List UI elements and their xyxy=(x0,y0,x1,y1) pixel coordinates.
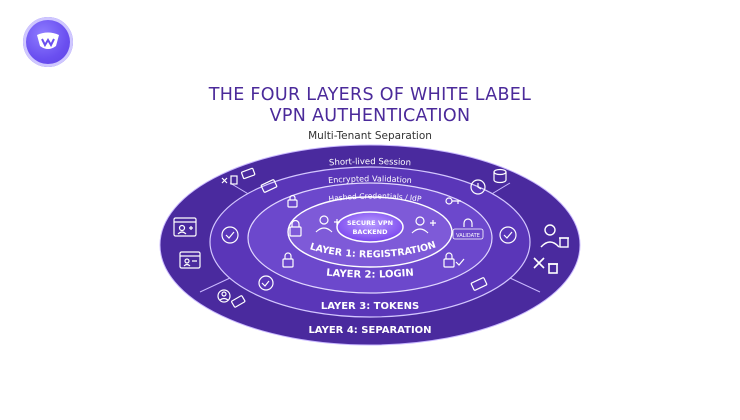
lock-icon xyxy=(282,252,294,268)
browser-user-icon xyxy=(179,251,201,269)
page-title-line-2: VPN AUTHENTICATION xyxy=(269,106,471,126)
timer-icon xyxy=(470,179,486,195)
browser-user-icon xyxy=(173,217,197,237)
check-circle-icon xyxy=(258,275,274,291)
ring-layer-4-border xyxy=(159,144,581,346)
logo-icon xyxy=(37,32,59,49)
user-ticket-icon xyxy=(217,289,246,308)
separator-line xyxy=(199,277,231,293)
lock-icon xyxy=(289,219,302,237)
ring2-label: Hashed Credentials / IdP xyxy=(328,191,423,203)
ring-layer-1-border xyxy=(287,196,453,268)
layer-3-label: LAYER 3: TOKENS xyxy=(321,301,419,312)
ring-layer-3-border xyxy=(209,166,531,318)
validate-badge: VALIDATE xyxy=(452,218,484,240)
ticket-icon xyxy=(260,179,278,193)
key-icon xyxy=(445,197,461,205)
separator-line xyxy=(509,277,541,293)
page-subtitle: Multi-Tenant Separation xyxy=(308,130,432,142)
core-backend xyxy=(336,211,404,243)
check-circle-icon xyxy=(499,226,517,244)
close-trash-icon xyxy=(533,257,558,274)
core-line-2: BACKEND xyxy=(352,228,388,236)
lock-check-icon xyxy=(443,252,465,268)
remove-session-icon xyxy=(221,167,256,185)
ring-layer-2-border xyxy=(247,182,493,294)
outer-ring-label: Short-lived Session xyxy=(329,157,412,168)
user-add-icon xyxy=(315,215,340,233)
ring3-label: Encrypted Validation xyxy=(328,174,412,185)
user-add-icon xyxy=(411,216,436,234)
core-line-1: SECURE VPN xyxy=(347,219,393,227)
layer-2-label: LAYER 2: LOGIN xyxy=(326,268,415,281)
brand-logo[interactable] xyxy=(23,17,73,67)
user-delete-icon xyxy=(540,224,569,248)
layer-4-label: LAYER 4: SEPARATION xyxy=(308,325,431,336)
ticket-icon xyxy=(470,277,488,291)
svg-text:VALIDATE: VALIDATE xyxy=(456,233,480,239)
lock-icon xyxy=(287,194,298,208)
database-icon xyxy=(493,168,507,184)
page-title-line-1: THE FOUR LAYERS OF WHITE LABEL xyxy=(208,85,532,105)
check-circle-icon xyxy=(221,226,239,244)
